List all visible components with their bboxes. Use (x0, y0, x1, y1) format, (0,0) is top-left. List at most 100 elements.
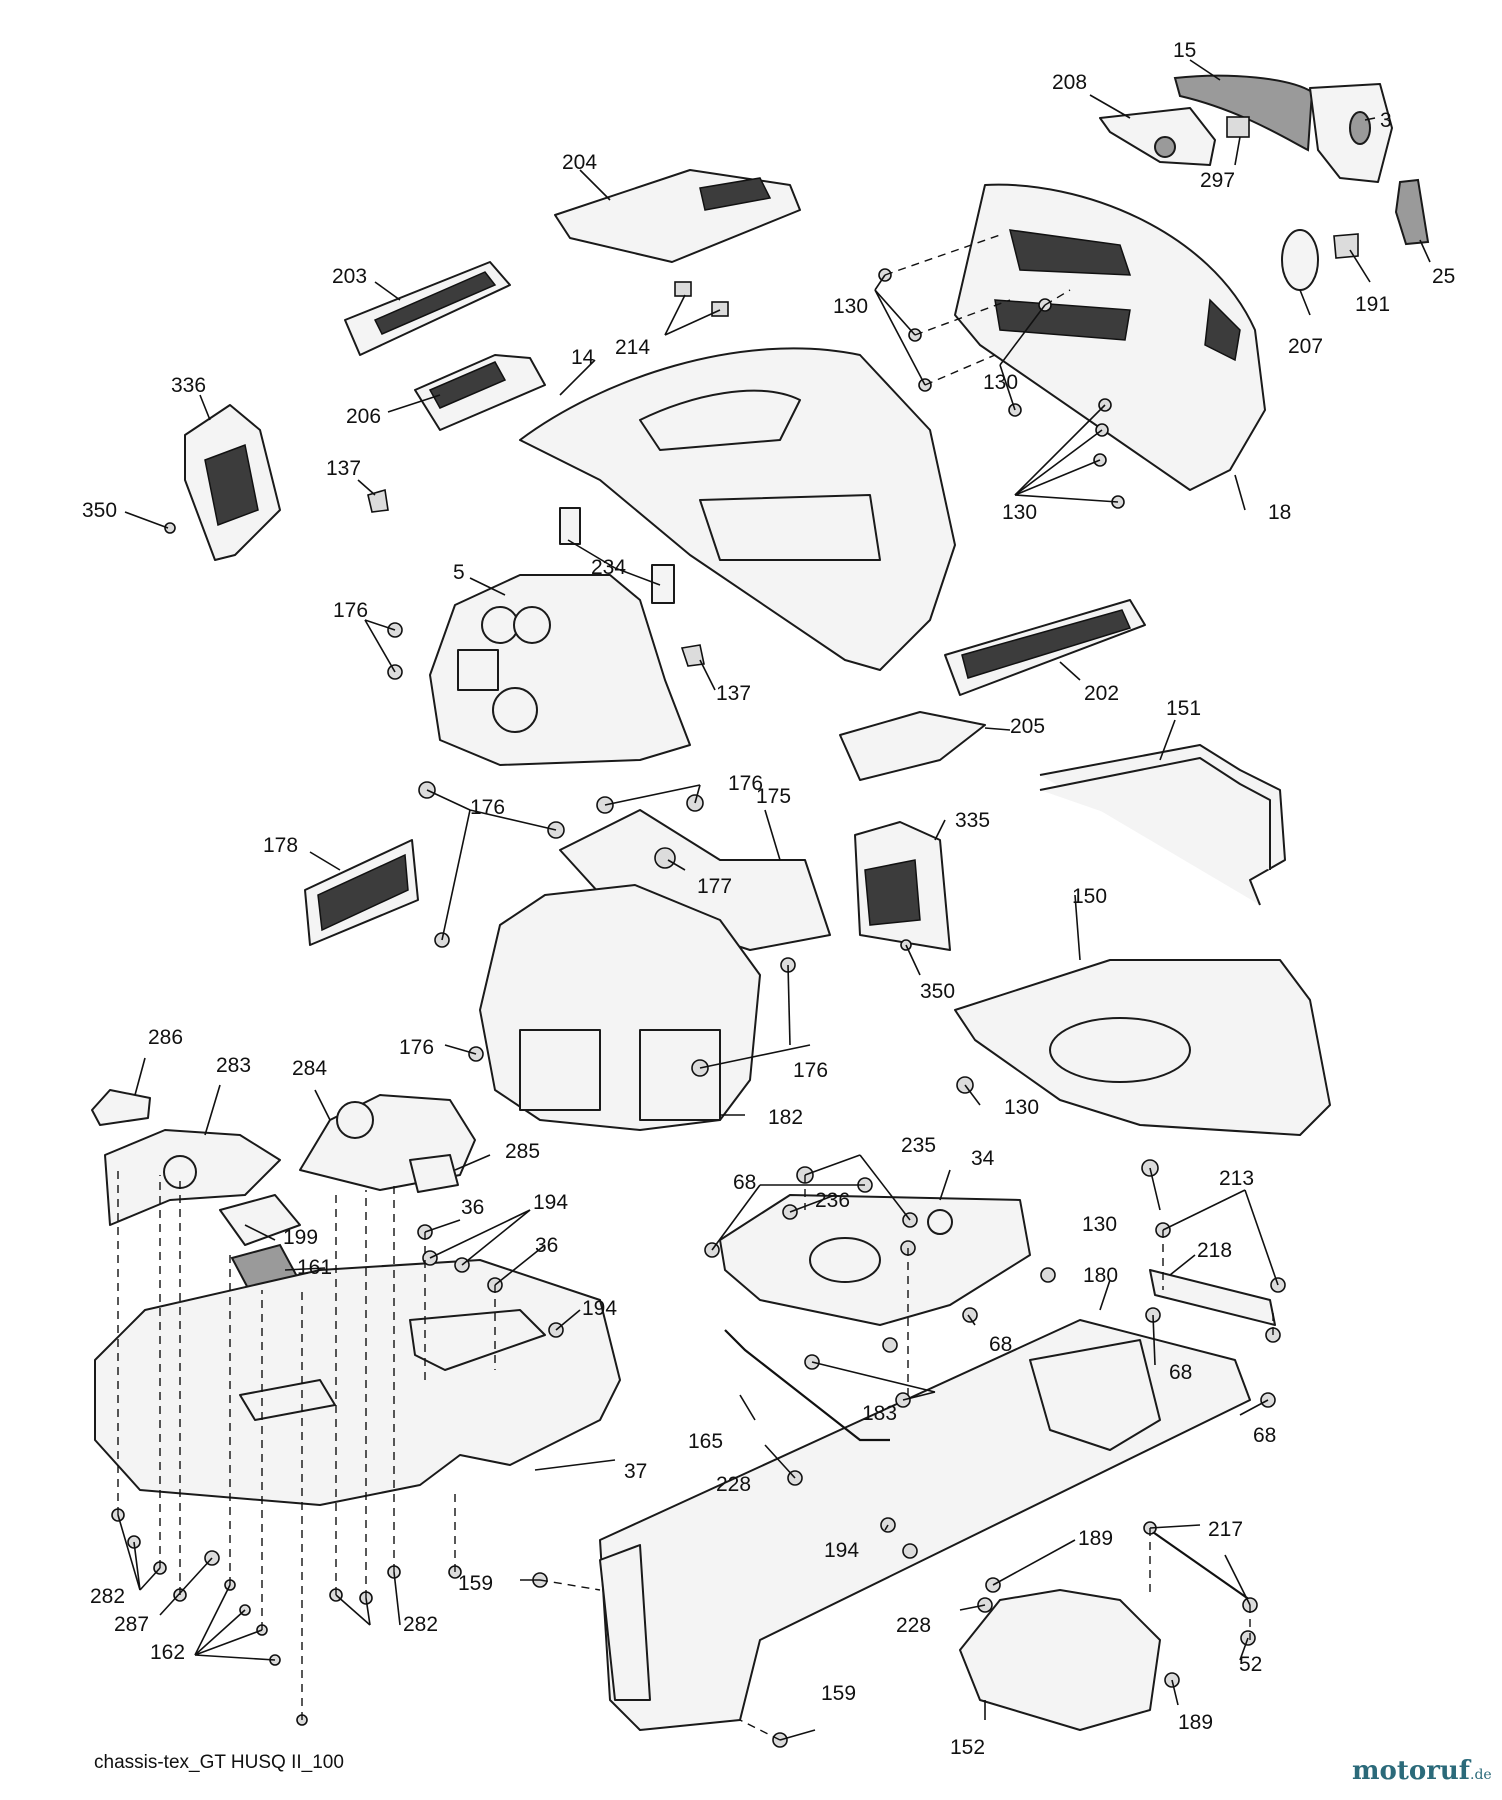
callout-228-a: 228 (716, 1473, 752, 1496)
callout-36-a: 36 (461, 1196, 485, 1219)
part-203-vent (344, 261, 511, 356)
part-234-pads (559, 507, 675, 604)
callout-165: 165 (688, 1430, 724, 1453)
callout-37: 37 (624, 1460, 648, 1483)
part-217-bar (1149, 1529, 1251, 1601)
callout-15: 15 (1173, 39, 1197, 62)
callout-350-a: 350 (82, 499, 118, 522)
callout-180: 180 (1083, 1264, 1119, 1287)
part-14-hood (519, 347, 956, 671)
callout-130-a: 130 (833, 295, 869, 318)
part-151-bracket (1039, 744, 1286, 906)
callout-189-a: 189 (1078, 1527, 1114, 1550)
callout-202: 202 (1084, 682, 1120, 705)
callout-34: 34 (971, 1147, 995, 1170)
part-37-rear-body (94, 1259, 621, 1506)
part-297-clip (1226, 116, 1250, 138)
callout-283: 283 (216, 1054, 252, 1077)
callout-177: 177 (697, 875, 733, 898)
callout-137-b: 137 (716, 682, 752, 705)
callout-130-c: 130 (1002, 501, 1038, 524)
callout-150: 150 (1072, 885, 1108, 908)
part-335-side-panel (854, 821, 951, 951)
callout-137-a: 137 (326, 457, 362, 480)
part-137-clips (367, 488, 705, 667)
callout-217: 217 (1208, 1518, 1244, 1541)
callout-213: 213 (1219, 1167, 1255, 1190)
watermark-logo: motoruf.de (1352, 1756, 1492, 1786)
part-15-strip (1173, 74, 1314, 152)
callout-234: 234 (591, 556, 627, 579)
part-150-floor-plate (954, 959, 1331, 1136)
callout-130-b: 130 (983, 371, 1019, 394)
part-199-plate (219, 1194, 301, 1246)
callout-68-b: 68 (1169, 1361, 1193, 1384)
watermark-main: motoruf (1352, 1756, 1470, 1786)
callout-68-c: 68 (989, 1333, 1013, 1356)
callout-159-b: 159 (821, 1682, 857, 1705)
callout-235: 235 (901, 1134, 937, 1157)
part-204-hood-cover (554, 169, 801, 263)
callout-176-c: 176 (470, 796, 506, 819)
callout-336: 336 (171, 374, 207, 397)
callout-284: 284 (292, 1057, 328, 1080)
diagram-reference-code: chassis-tex_GT HUSQ II_100 (94, 1752, 344, 1773)
assembly-lines (117, 234, 1274, 1741)
callout-176-e: 176 (793, 1059, 829, 1082)
callout-297: 297 (1200, 169, 1236, 192)
callout-130-e: 130 (1082, 1213, 1118, 1236)
callout-286: 286 (148, 1026, 184, 1049)
watermark-suffix: .de (1470, 1767, 1492, 1783)
callout-194-b: 194 (582, 1297, 618, 1320)
callout-228-b: 228 (896, 1614, 932, 1637)
part-182-console (479, 884, 761, 1131)
callout-3: 3 (1380, 109, 1392, 132)
callout-183: 183 (862, 1402, 898, 1425)
callout-194-a: 194 (533, 1191, 569, 1214)
callout-205: 205 (1010, 715, 1046, 738)
callout-162: 162 (150, 1641, 186, 1664)
part-25-trim (1394, 178, 1430, 246)
callout-287: 287 (114, 1613, 150, 1636)
part-206-vent (414, 354, 546, 431)
part-152-seat-mount (959, 1589, 1161, 1731)
callout-335: 335 (955, 809, 991, 832)
callout-176-d: 176 (399, 1036, 435, 1059)
part-286-handle (91, 1089, 151, 1126)
part-285-pad (409, 1154, 459, 1193)
callout-5: 5 (453, 561, 465, 584)
callout-159-a: 159 (458, 1572, 494, 1595)
callout-175: 175 (756, 785, 792, 808)
callout-203: 203 (332, 265, 368, 288)
part-283-fender-left (104, 1129, 281, 1226)
callout-189-b: 189 (1178, 1711, 1214, 1734)
part-18-front-grille (954, 183, 1266, 491)
part-218-bracket (1149, 1269, 1276, 1326)
callout-130-d: 130 (1004, 1096, 1040, 1119)
part-191-clip (1333, 233, 1359, 259)
callout-176-a: 176 (333, 599, 369, 622)
callout-152: 152 (950, 1736, 986, 1759)
callout-178: 178 (263, 834, 299, 857)
callout-176-b: 176 (728, 772, 764, 795)
callout-206: 206 (346, 405, 382, 428)
callout-18: 18 (1268, 501, 1292, 524)
callout-36-b: 36 (535, 1234, 559, 1257)
part-5-dashboard (429, 574, 691, 766)
callout-151: 151 (1166, 697, 1202, 720)
callout-161: 161 (297, 1256, 333, 1279)
part-177-nut (654, 847, 676, 869)
part-202-grille (944, 599, 1146, 696)
leader-lines (117, 59, 1431, 1741)
part-3-cover (1309, 83, 1393, 183)
callout-182: 182 (768, 1106, 804, 1129)
callout-214: 214 (615, 336, 651, 359)
callout-68-d: 68 (1253, 1424, 1277, 1447)
callout-285: 285 (505, 1140, 541, 1163)
callout-218: 218 (1197, 1239, 1233, 1262)
callout-52: 52 (1239, 1653, 1263, 1676)
callout-350-b: 350 (920, 980, 956, 1003)
part-205-trim (839, 711, 986, 781)
